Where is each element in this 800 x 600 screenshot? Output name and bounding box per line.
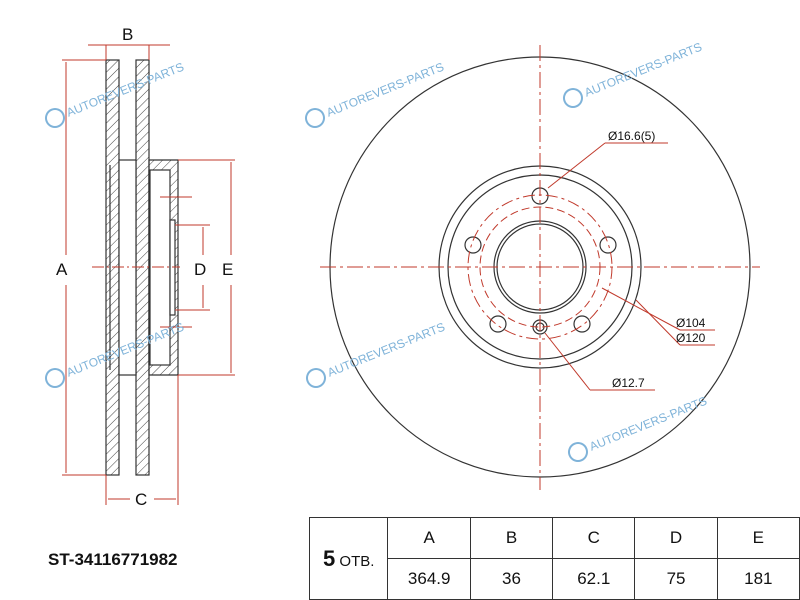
callout-bolt-hole: Ø16.6(5): [608, 129, 655, 143]
callout-pcd: Ø104: [676, 316, 706, 330]
dim-label-a: A: [56, 260, 68, 279]
svg-text:AUTOREVERS-PARTS: AUTOREVERS-PARTS: [325, 320, 446, 380]
dim-label-c: C: [135, 490, 147, 509]
header-b: B: [469, 517, 554, 559]
value-b: 36: [469, 558, 554, 600]
bolt-hole: [464, 236, 482, 254]
value-d: 75: [634, 558, 718, 600]
part-number: ST-34116771982: [48, 550, 178, 569]
bolt-hole: [599, 236, 617, 254]
dimensions-table: 5 ОТВ. A B C D E 364.9 36 62.1 75 181: [308, 517, 800, 600]
svg-text:AUTOREVERS-PARTS: AUTOREVERS-PARTS: [587, 394, 708, 454]
holes-cell: 5 ОТВ.: [308, 517, 389, 600]
value-e: 181: [716, 558, 800, 600]
svg-text:AUTOREVERS-PARTS: AUTOREVERS-PARTS: [64, 60, 185, 120]
value-c: 62.1: [552, 558, 636, 600]
dim-label-e: E: [222, 260, 233, 279]
dim-label-b: B: [122, 25, 133, 44]
front-dimensions: [320, 45, 760, 490]
header-a: A: [387, 517, 471, 559]
holes-count: 5: [323, 545, 336, 571]
callout-pin-hole: Ø12.7: [612, 376, 645, 390]
header-d: D: [634, 517, 718, 559]
bolt-hole: [573, 315, 591, 333]
callout-hub: Ø120: [676, 331, 706, 345]
holes-label: ОТВ.: [339, 552, 375, 570]
value-a: 364.9: [387, 558, 471, 600]
svg-text:AUTOREVERS-PARTS: AUTOREVERS-PARTS: [582, 40, 703, 100]
header-e: E: [716, 517, 800, 559]
bolt-hole: [489, 315, 507, 333]
side-dimensions: [62, 44, 235, 505]
dim-label-d: D: [194, 260, 206, 279]
header-c: C: [552, 517, 636, 559]
